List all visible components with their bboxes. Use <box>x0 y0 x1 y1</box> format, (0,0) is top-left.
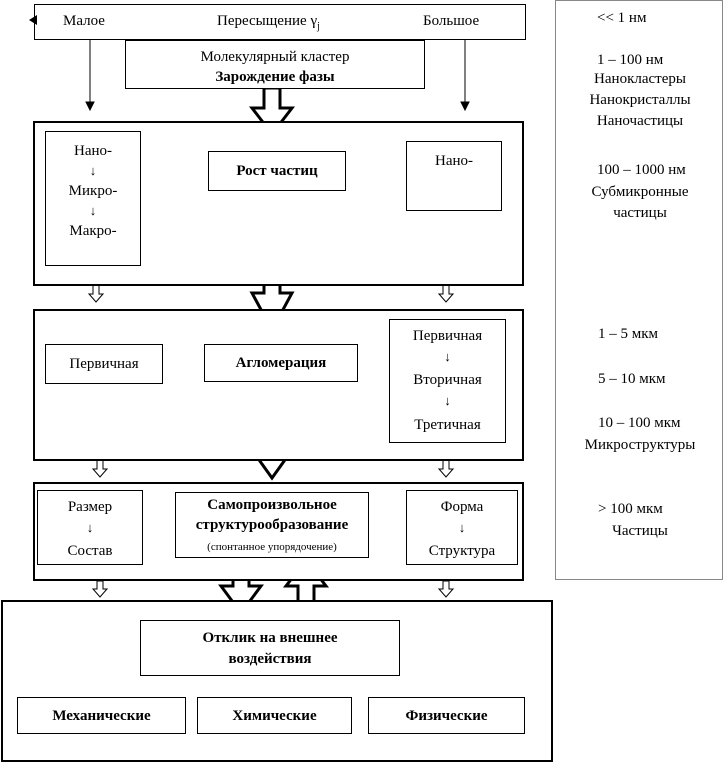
nano-label: Нано- <box>73 143 112 159</box>
scale-range-label: 1 – 5 мкм <box>598 326 659 342</box>
composition-label: Состав <box>67 543 113 559</box>
supersaturation-label: Пересыщение γj <box>217 13 320 32</box>
tertiary-label: Третичная <box>414 417 481 433</box>
shape-structure-box: Форма ↓ Структура <box>406 490 518 565</box>
small-down-arrow <box>437 284 455 303</box>
mechanical-box: Механические <box>17 697 186 734</box>
mechanical-label: Механические <box>52 708 151 724</box>
structure-label: Структура <box>428 543 496 559</box>
scale-range-label: 100 – 1000 нм <box>597 162 686 178</box>
secondary-label: Вторичная <box>413 372 482 388</box>
small-down-arrow <box>91 459 109 478</box>
nanoclusters-label: Нанокластеры <box>594 71 686 87</box>
size-label: Размер <box>67 499 113 515</box>
physical-box: Физические <box>368 697 525 734</box>
microstructures-label: Микроструктуры <box>584 437 696 453</box>
phase-nucleation-label: Зарождение фазы <box>215 69 335 85</box>
scale-range-label: > 100 мкм <box>598 501 663 517</box>
small-down-arrow <box>437 459 455 478</box>
arrow-down-icon: ↓ <box>444 393 451 408</box>
chemical-box: Химические <box>197 697 352 734</box>
nano-label-right: Нано- <box>434 153 473 169</box>
spontaneous-ordering-note: (спонтанное упорядочение) <box>207 541 337 553</box>
particles-label: Частицы <box>612 523 668 539</box>
arrow-down-icon: ↓ <box>89 163 97 178</box>
scale-range-label: 5 – 10 мкм <box>598 371 666 387</box>
small-down-arrow <box>437 580 455 598</box>
micro-label: Микро- <box>68 183 118 199</box>
submicron-label: Субмикронные <box>591 184 689 200</box>
self-structuring-box: Самопроизвольное структурообразование (с… <box>175 492 369 558</box>
small-down-arrow <box>91 580 109 598</box>
nanocrystals-label: Нанокристаллы <box>589 92 691 108</box>
low-label: Малое <box>63 13 105 29</box>
particle-growth-label: Рост частиц <box>236 163 318 179</box>
self-structuring-line2: структурообразование <box>195 517 349 533</box>
particles-label: частицы <box>613 205 667 221</box>
nanoparticles-label: Наночастицы <box>596 113 684 129</box>
agglomeration-levels-box: Первичная ↓ Вторичная ↓ Третичная <box>389 319 506 443</box>
primary-label: Первичная <box>69 356 139 372</box>
response-title-line2: воздействия <box>228 651 312 667</box>
chemical-label: Химические <box>232 708 317 724</box>
response-section <box>1 600 553 762</box>
physical-label: Физические <box>405 708 488 724</box>
molecular-cluster-label: Молекулярный кластер <box>200 49 350 65</box>
agglomeration-label: Агломерация <box>235 355 327 371</box>
arrow-down-icon: ↓ <box>458 520 466 535</box>
arrow-down-icon: ↓ <box>89 203 97 218</box>
arrow-down-icon: ↓ <box>86 520 94 535</box>
scale-range-label: << 1 нм <box>597 10 647 26</box>
particle-growth-box: Рост частиц <box>208 151 346 191</box>
growth-nano-box: Нано- <box>406 141 502 211</box>
nucleation-box: Молекулярный кластер Зарождение фазы <box>125 40 425 89</box>
growth-scale-box: Нано- ↓ Микро- ↓ Макро- <box>45 131 141 266</box>
arrow-down-icon: ↓ <box>444 349 451 364</box>
response-title-line1: Отклик на внешнее <box>202 630 338 646</box>
size-scale-panel <box>555 0 723 580</box>
left-pointer-icon <box>29 15 37 25</box>
self-structuring-line1: Самопроизвольное <box>207 497 337 513</box>
supersaturation-bar: Малое Пересыщение γj Большое <box>29 4 526 40</box>
primary-left-box: Первичная <box>45 344 163 384</box>
shape-label: Форма <box>440 499 484 515</box>
macro-label: Макро- <box>69 223 117 239</box>
agglomeration-box: Агломерация <box>204 344 358 382</box>
size-composition-box: Размер ↓ Состав <box>37 490 143 565</box>
primary-label: Первичная <box>412 328 483 344</box>
high-label: Большое <box>423 13 480 29</box>
scale-range-label: 10 – 100 мкм <box>598 415 681 431</box>
scale-range-label: 1 – 100 нм <box>597 52 664 68</box>
response-title-box: Отклик на внешнее воздействия <box>140 620 400 676</box>
small-down-arrow <box>87 284 105 303</box>
